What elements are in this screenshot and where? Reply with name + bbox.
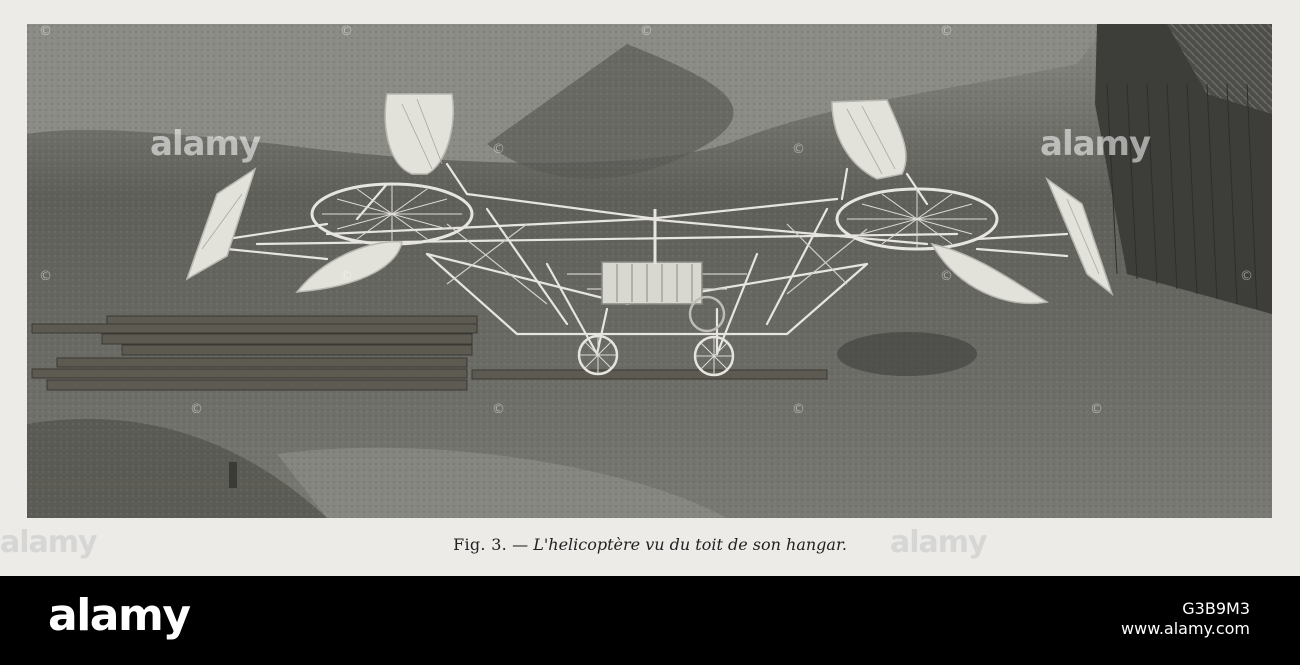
- caption-dash: —: [512, 535, 529, 554]
- caption-text: L'helicoptère vu du toit de son hangar.: [533, 535, 847, 554]
- watermark-mark: ©: [190, 402, 203, 417]
- watermark-mark: ©: [39, 24, 52, 39]
- helicopter-photo-illustration: [27, 24, 1272, 518]
- site-url-link[interactable]: www.alamy.com: [1121, 619, 1250, 638]
- watermark-mark: ©: [940, 269, 953, 284]
- alamy-logo[interactable]: alamy: [48, 590, 191, 641]
- watermark-alamy: alamy: [150, 124, 261, 164]
- watermark-mark: ©: [1090, 402, 1103, 417]
- watermark-mark: ©: [1240, 269, 1253, 284]
- watermark-mark: ©: [340, 24, 353, 39]
- watermark-alamy: alamy: [1040, 124, 1151, 164]
- watermark-mark: ©: [492, 142, 505, 157]
- watermark-mark: ©: [492, 402, 505, 417]
- watermark-mark: ©: [39, 269, 52, 284]
- image-id: G3B9M3: [1182, 599, 1250, 618]
- watermark-mark: ©: [340, 269, 353, 284]
- watermark-mark: ©: [940, 24, 953, 39]
- stock-footer-bar: alamy G3B9M3 www.alamy.com: [0, 576, 1300, 665]
- helicopter-photograph: alamy alamy © © © © © © © © © © © © © ©: [27, 24, 1272, 518]
- figure-caption: Fig. 3. — L'helicoptère vu du toit de so…: [0, 535, 1300, 554]
- watermark-mark: ©: [792, 402, 805, 417]
- watermark-alamy: alamy: [0, 525, 98, 560]
- watermark-mark: ©: [792, 142, 805, 157]
- watermark-alamy: alamy: [890, 525, 988, 560]
- figure-label: Fig. 3.: [453, 535, 508, 554]
- watermark-mark: ©: [640, 24, 653, 39]
- scanned-page: alamy alamy © © © © © © © © © © © © © © …: [0, 0, 1300, 576]
